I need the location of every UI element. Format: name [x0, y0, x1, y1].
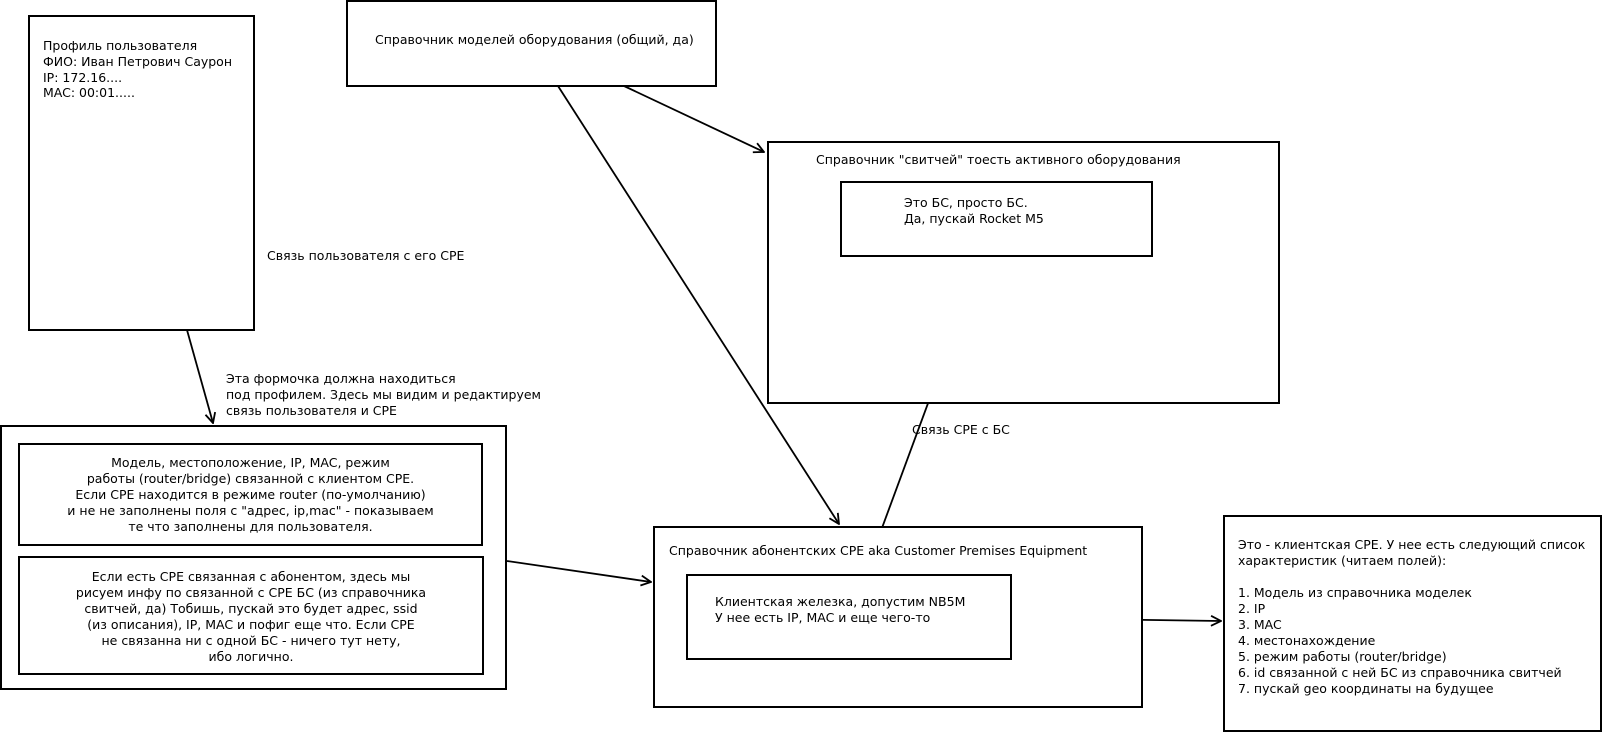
form-bottom-line-3: свитчей, да) Тобишь, пускай это будет ад… — [84, 601, 418, 616]
client-hardware-line-2: У нее есть IP, MAC и еще чего-то — [715, 610, 931, 625]
label-form-note-3: связь пользователя и CPE — [226, 403, 397, 418]
form-top-line-4: и не не заполнены поля с "адрес, ip,mac"… — [67, 503, 434, 518]
bs-line-1: Это БС, просто БС. — [904, 195, 1028, 210]
bs-line-2: Да, пускай Rocket M5 — [904, 211, 1044, 226]
switches-reference-title: Справочник "свитчей" тоесть активного об… — [816, 152, 1181, 167]
form-top-line-2: работы (router/bridge) связанной с клиен… — [86, 471, 415, 486]
client-cpe-line-5: 2. IP — [1238, 601, 1266, 616]
profile-title: Профиль пользователя — [43, 38, 198, 53]
client-cpe-line-7: 4. местонахождение — [1238, 633, 1376, 648]
form-bottom-line-1: Если есть CPE связанная с абонентом, зде… — [91, 569, 411, 584]
client-cpe-line-2: характеристик (читаем полей): — [1238, 553, 1447, 568]
label-form-note-2: под профилем. Здесь мы видим и редактиру… — [226, 387, 541, 402]
client-cpe-line-8: 5. режим работы (router/bridge) — [1238, 649, 1447, 664]
client-hardware-line-1: Клиентская железка, допустим NB5M — [715, 594, 966, 609]
client-cpe-line-1: Это - клиентская CPE. У нее есть следующ… — [1238, 537, 1586, 552]
client-cpe-description-box: Это - клиентская CPE. У нее есть следующ… — [1223, 515, 1602, 732]
label-cpe-bs-link: Связь CPE с БС — [912, 422, 1010, 437]
form-bs-info-box: Если есть CPE связанная с абонентом, зде… — [18, 556, 484, 675]
client-cpe-line-4: 1. Модель из справочника моделек — [1238, 585, 1472, 600]
form-top-line-5: те что заполнены для пользователя. — [128, 519, 373, 534]
client-cpe-line-10: 7. пускай geo координаты на будущее — [1238, 681, 1494, 696]
user-profile-box: Профиль пользователя ФИО: Иван Петрович … — [28, 15, 255, 331]
form-bottom-line-6: ибо логично. — [208, 649, 294, 664]
profile-ip: IP: 172.16.... — [43, 70, 123, 85]
base-station-box: Это БС, просто БС. Да, пускай Rocket M5 — [840, 181, 1153, 257]
models-reference-title: Справочник моделей оборудования (общий, … — [375, 32, 694, 47]
arrow-models-to-switches — [623, 85, 764, 152]
profile-mac: MAC: 00:01..... — [43, 85, 135, 100]
form-top-line-1: Модель, местоположение, IP, MAC, режим — [111, 455, 390, 470]
client-cpe-line-6: 3. MAC — [1238, 617, 1282, 632]
arrow-form-to-cpe-ref — [506, 560, 651, 582]
form-bottom-line-4: (из описания), IP, MAC и пофиг еще что. … — [87, 617, 415, 632]
models-reference-box: Справочник моделей оборудования (общий, … — [346, 0, 717, 87]
cpe-reference-title: Справочник абонентских CPE aka Customer … — [669, 543, 1088, 558]
client-cpe-line-9: 6. id связанной с ней БС из справочника … — [1238, 665, 1562, 680]
form-top-line-3: Если CPE находится в режиме router (по-у… — [75, 487, 426, 502]
profile-fio: ФИО: Иван Петрович Саурон — [43, 54, 233, 69]
label-user-cpe-link: Связь пользователя с его CPE — [267, 248, 465, 263]
client-hardware-box: Клиентская железка, допустим NB5M У нее … — [686, 574, 1012, 660]
form-bottom-line-2: рисуем инфу по связанной с CPE БС (из сп… — [75, 585, 427, 600]
form-bottom-line-5: не связанна ни с одной БС - ничего тут н… — [101, 633, 401, 648]
form-cpe-info-box: Модель, местоположение, IP, MAC, режим р… — [18, 443, 483, 546]
label-form-note-1: Эта формочка должна находиться — [226, 371, 456, 386]
arrow-profile-to-form — [186, 329, 213, 423]
